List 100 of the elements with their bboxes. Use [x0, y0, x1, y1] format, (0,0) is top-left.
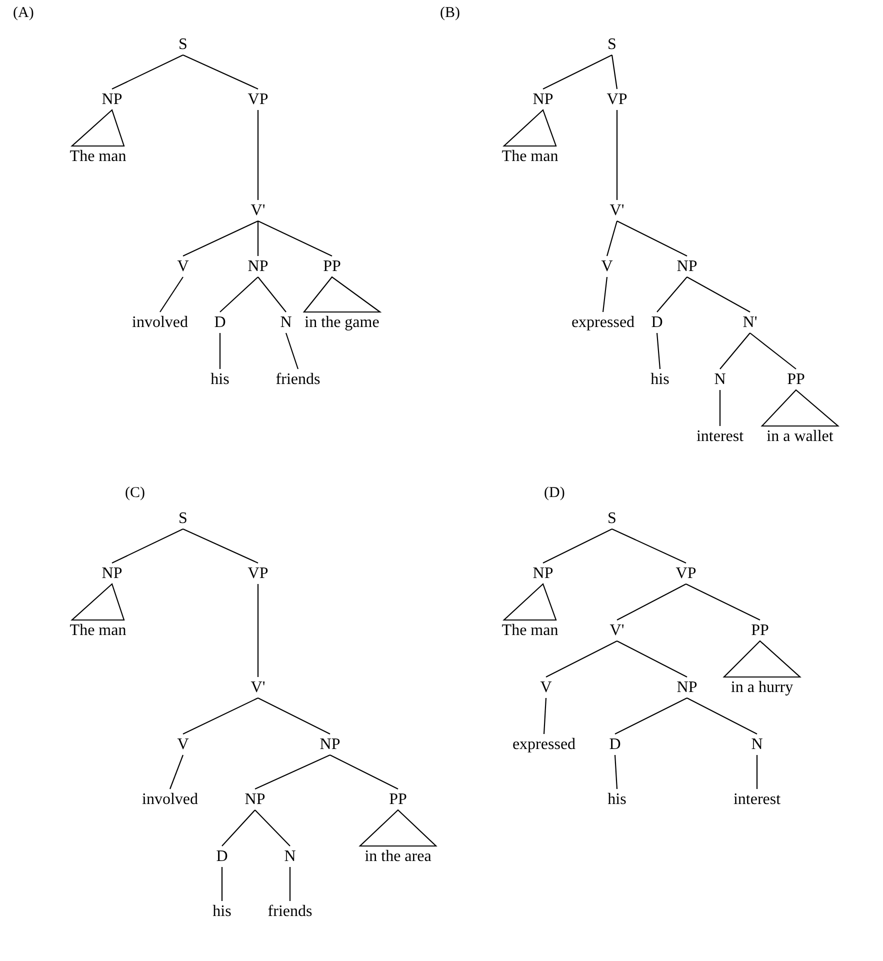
- tree-branch: [254, 754, 330, 790]
- tree-node-label: VP: [676, 565, 696, 583]
- tree-branch: [542, 528, 612, 564]
- tree-branch: [606, 220, 618, 256]
- tree-branch: [756, 755, 758, 789]
- tree-node-label: PP: [323, 258, 341, 276]
- constituent-triangle: [70, 583, 125, 621]
- tree-branch: [611, 54, 618, 90]
- tree-branch: [258, 698, 330, 734]
- tree-branch: [543, 698, 547, 734]
- tree-branch: [616, 640, 688, 678]
- tree-node-label: PP: [787, 371, 805, 389]
- tree-branch: [616, 110, 618, 200]
- tree-node-label: D: [214, 314, 226, 332]
- panel-label: (C): [125, 484, 145, 502]
- tree-node-label: D: [216, 848, 228, 866]
- tree-branch: [221, 867, 223, 901]
- tree-node-label: his: [210, 371, 230, 389]
- tree-node-label: S: [608, 36, 616, 54]
- tree-branch: [257, 110, 259, 200]
- tree-node-label: in the game: [304, 314, 380, 332]
- tree-node-label: VP: [248, 565, 268, 583]
- tree-branch: [330, 754, 398, 790]
- tree-node-label: NP: [532, 565, 554, 583]
- tree-branch: [614, 698, 688, 734]
- tree-branch: [257, 584, 259, 677]
- tree-branch: [169, 754, 184, 790]
- tree-branch: [182, 54, 258, 90]
- tree-node-label: The man: [502, 148, 558, 166]
- constituent-triangle: [722, 640, 802, 678]
- constituent-triangle: [70, 109, 125, 147]
- tree-node-label: PP: [389, 791, 407, 809]
- constituent-triangle: [358, 809, 438, 847]
- tree-branch: [686, 276, 750, 312]
- tree-branch: [750, 332, 796, 370]
- tree-branch: [257, 221, 259, 256]
- tree-node-label: NP: [532, 91, 554, 109]
- tree-branch: [182, 220, 258, 256]
- tree-node-label: The man: [502, 622, 558, 640]
- tree-node-label: S: [178, 510, 188, 528]
- tree-node-label: his: [608, 791, 626, 809]
- tree-branch: [219, 333, 221, 369]
- tree-node-label: NP: [676, 258, 698, 276]
- constituent-triangle: [502, 583, 557, 621]
- tree-node-label: NP: [320, 736, 340, 754]
- tree-branch: [258, 276, 286, 312]
- tree-node-label: his: [650, 371, 670, 389]
- panel-label: (D): [544, 484, 565, 502]
- panel-label: (A): [13, 4, 34, 22]
- tree-node-label: NP: [676, 679, 698, 697]
- tree-branch: [112, 528, 184, 564]
- tree-node-label: in a wallet: [766, 428, 834, 446]
- tree-branch: [182, 528, 258, 564]
- tree-node-label: expressed: [571, 314, 635, 332]
- tree-node-label: in the area: [364, 848, 432, 866]
- constituent-triangle: [760, 389, 840, 427]
- tree-node-label: V': [250, 679, 266, 697]
- tree-node-label: V': [610, 202, 624, 220]
- tree-branch: [686, 584, 760, 620]
- panel-label: (B): [440, 4, 460, 22]
- tree-node-label: S: [608, 510, 616, 528]
- tree-node-label: S: [178, 36, 188, 54]
- tree-node-label: The man: [70, 622, 126, 640]
- tree-branch: [112, 54, 184, 90]
- tree-branch: [285, 332, 299, 370]
- tree-branch: [289, 867, 291, 901]
- tree-branch: [220, 276, 258, 312]
- tree-branch: [254, 810, 290, 846]
- tree-node-label: V': [610, 622, 624, 640]
- tree-branch: [160, 276, 184, 312]
- tree-node-label: The man: [70, 148, 126, 166]
- tree-branch: [614, 754, 618, 790]
- tree-branch: [686, 698, 758, 734]
- tree-branch: [616, 220, 688, 256]
- tree-branch: [656, 332, 661, 370]
- tree-node-label: V: [601, 258, 613, 276]
- tree-node-label: in a hurry: [730, 679, 794, 697]
- tree-node-label: D: [609, 736, 621, 754]
- tree-node-label: his: [212, 903, 232, 921]
- tree-branch: [719, 390, 721, 426]
- tree-node-label: N': [742, 314, 758, 332]
- tree-node-label: V: [177, 736, 189, 754]
- tree-node-label: involved: [142, 791, 198, 809]
- tree-branch: [612, 528, 686, 564]
- tree-node-label: VP: [248, 91, 268, 109]
- tree-node-label: V': [250, 202, 266, 220]
- constituent-triangle: [302, 276, 382, 313]
- tree-branch: [720, 332, 750, 370]
- tree-branch: [656, 276, 688, 312]
- tree-branch: [602, 276, 608, 312]
- tree-branch: [546, 640, 618, 678]
- constituent-triangle: [502, 109, 557, 147]
- tree-node-label: expressed: [512, 736, 576, 754]
- tree-node-label: VP: [606, 91, 628, 109]
- tree-node-label: NP: [102, 565, 122, 583]
- tree-node-label: PP: [751, 622, 769, 640]
- tree-branch: [542, 54, 612, 90]
- tree-node-label: interest: [733, 791, 781, 809]
- tree-node-label: involved: [132, 314, 188, 332]
- tree-node-label: friends: [268, 903, 312, 921]
